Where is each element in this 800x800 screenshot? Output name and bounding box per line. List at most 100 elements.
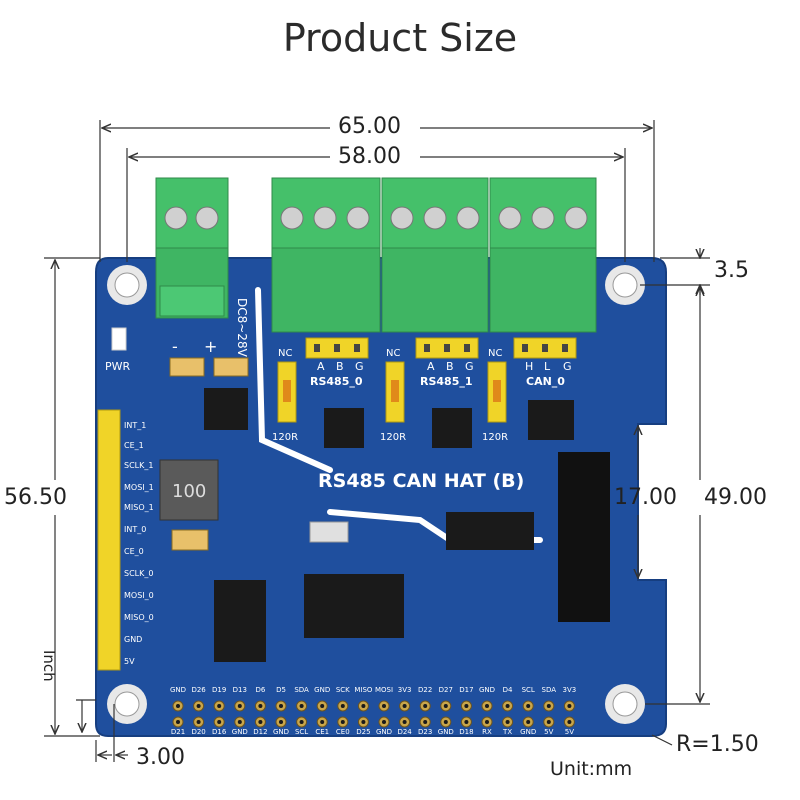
gpio-pin-hole (299, 704, 304, 708)
side-pin-labels: INT_1 CE_1 SCLK_1 MOSI_1 MISO_1 INT_0 CE… (124, 421, 154, 666)
svg-text:NC: NC (386, 348, 400, 359)
pin-label: G (355, 360, 364, 373)
gpio-pin-hole (361, 720, 366, 724)
svg-text:5V: 5V (124, 657, 135, 666)
gpio-pin-hole (526, 720, 531, 724)
dimension-lines (44, 120, 710, 762)
jumper-header-can-0 (513, 337, 577, 359)
capacitor (169, 357, 205, 377)
can-controller-chip (304, 574, 404, 638)
gpio-bottom-label: D20 (191, 728, 205, 736)
gpio-top-label: D22 (418, 686, 432, 694)
pin-label: B (336, 360, 344, 373)
capacitor (171, 529, 209, 551)
gpio-top-label: MOSI (375, 686, 393, 694)
gpio-pin-hole (176, 704, 180, 708)
crystal (309, 521, 349, 543)
gpio-pin-hole (382, 720, 386, 724)
pin-label: A (427, 360, 435, 373)
gpio-top-label: SDA (294, 686, 309, 694)
svg-text:NC: NC (488, 348, 502, 359)
svg-text:SCLK_0: SCLK_0 (124, 569, 153, 578)
gpio-bottom-label: TX (502, 728, 512, 736)
gpio-pin-hole (279, 720, 283, 724)
gpio-top-label: GND (479, 686, 495, 694)
pwr-label: PWR (105, 360, 131, 373)
svg-text:NC: NC (278, 348, 292, 359)
gpio-top-label: 3V3 (398, 686, 412, 694)
gpio-pin-hole (505, 704, 510, 708)
gpio-pin-hole (567, 704, 572, 708)
svg-text:SCLK_1: SCLK_1 (124, 461, 153, 470)
polarity-minus: - (172, 337, 178, 356)
gpio-pin-hole (320, 704, 325, 708)
jumper-header-rs485-0 (305, 337, 369, 359)
gpio-bottom-label: D23 (418, 728, 432, 736)
gpio-bottom-label: GND (232, 728, 248, 736)
dim-hole-inset-left: 3.00 (136, 745, 185, 770)
gpio-pin-hole (443, 720, 448, 724)
gpio-pin-hole (485, 720, 489, 724)
gpio-pin-hole (279, 704, 283, 708)
gpio-bottom-label: D12 (253, 728, 267, 736)
inductor-label: 100 (172, 481, 206, 502)
jumper-header-rs485-1 (415, 337, 479, 359)
pin-label: A (317, 360, 325, 373)
dim-notch-height: 17.00 (614, 485, 677, 510)
gpio-bottom-label: D21 (171, 728, 185, 736)
can-transceiver-chip (528, 400, 574, 440)
gpio-bottom-label: RX (482, 728, 492, 736)
gpio-pin-hole (217, 704, 222, 708)
gpio-pin-hole (526, 704, 531, 708)
dim-hole-spacing-width: 58.00 (338, 144, 401, 169)
svg-text:INT_1: INT_1 (124, 421, 146, 430)
gpio-pin-hole (320, 720, 325, 724)
unit-label: Unit:mm (550, 758, 633, 780)
gpio-bottom-label: D18 (459, 728, 473, 736)
termination-switch-2: NC 120R (482, 348, 508, 443)
gpio-pin-hole (299, 720, 304, 724)
page-title: Product Size (282, 16, 518, 60)
dim-hole-inset-top: 3.5 (714, 258, 749, 283)
transceiver-chip-0 (324, 408, 364, 448)
power-terminal (155, 177, 229, 319)
polarity-plus: + (204, 337, 217, 356)
channel-label-rs485-1: RS485_1 (420, 375, 473, 388)
svg-text:120R: 120R (380, 432, 406, 443)
gpio-top-label: 3V3 (563, 686, 577, 694)
gpio-pin-hole (423, 704, 428, 708)
gpio-bottom-label: D24 (397, 728, 412, 736)
gpio-pin-hole (258, 704, 263, 708)
gpio-bottom-label: GND (520, 728, 536, 736)
gpio-top-label: SDA (542, 686, 557, 694)
svg-text:CE_1: CE_1 (124, 441, 144, 450)
gpio-top-label: D19 (212, 686, 226, 694)
gpio-bottom-label: CE0 (336, 728, 350, 736)
gpio-top-label: D6 (255, 686, 265, 694)
gpio-bottom-label: CE1 (315, 728, 329, 736)
gpio-bottom-label: D25 (356, 728, 370, 736)
gpio-bottom-label: D16 (212, 728, 227, 736)
side-pin-header (97, 409, 121, 671)
gpio-pin-hole (237, 704, 242, 708)
gpio-pin-hole (546, 720, 551, 724)
terminal-rs485-0 (271, 177, 381, 333)
gpio-top-label: D26 (191, 686, 206, 694)
gpio-top-label: GND (314, 686, 330, 694)
mounting-hole-tr (605, 265, 645, 305)
gpio-top-label: GND (170, 686, 186, 694)
gpio-bottom-label: GND (438, 728, 454, 736)
pin-label: L (544, 360, 551, 373)
svg-text:120R: 120R (272, 432, 298, 443)
board-name: RS485 CAN HAT (B) (318, 470, 524, 492)
gpio-header (172, 700, 575, 728)
gpio-pin-hole (505, 720, 510, 724)
gpio-pin-hole (464, 704, 469, 708)
pin-label: G (465, 360, 474, 373)
svg-text:MISO_0: MISO_0 (124, 613, 154, 622)
transceiver-chip-1 (432, 408, 472, 448)
gpio-pin-hole (382, 704, 386, 708)
